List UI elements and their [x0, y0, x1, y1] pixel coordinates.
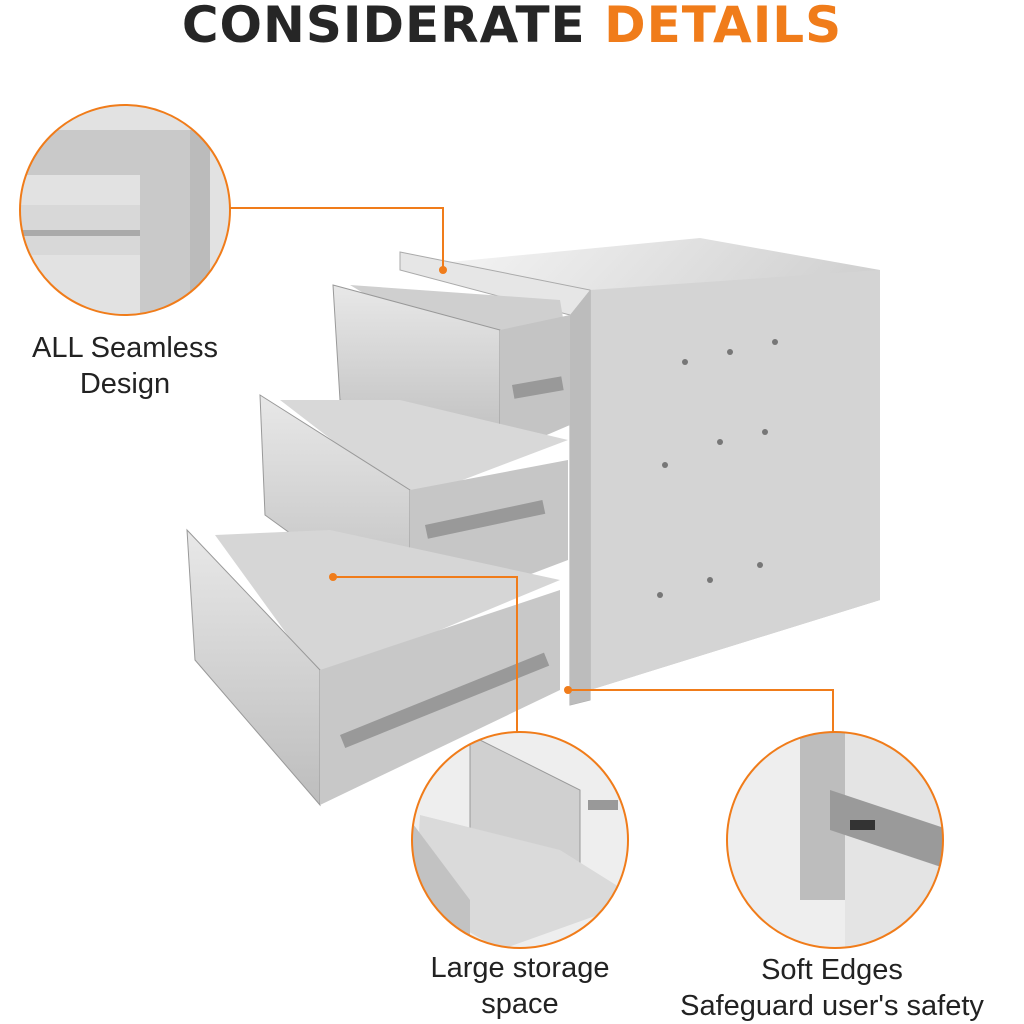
drawer-top [332, 284, 570, 456]
callout-storage-label: Large storage space [390, 950, 650, 1022]
title-part-accent: DETAILS [604, 0, 843, 54]
callout-line: Soft Edges [761, 954, 903, 986]
detail-circle-seamless [19, 104, 231, 316]
leader-lines [230, 207, 834, 732]
drawer-bottom [186, 528, 560, 807]
callout-line: ALL Seamless [32, 332, 218, 364]
callout-line: Design [79, 368, 171, 400]
detail-circle-storage [411, 731, 629, 949]
callout-soft-edges-label: Soft Edges Safeguard user's safety [640, 952, 1024, 1024]
cabinet [399, 238, 880, 706]
callout-seamless-label: ALL Seamless Design [0, 330, 250, 402]
callout-line: Large storage [430, 952, 610, 984]
callout-line: Safeguard user's safety [680, 990, 984, 1022]
callout-line: space [481, 988, 559, 1020]
title-part-dark: CONSIDERATE [181, 0, 605, 54]
page-title: CONSIDERATE DETAILS [0, 0, 1024, 54]
detail-circle-soft-edges [726, 731, 944, 949]
